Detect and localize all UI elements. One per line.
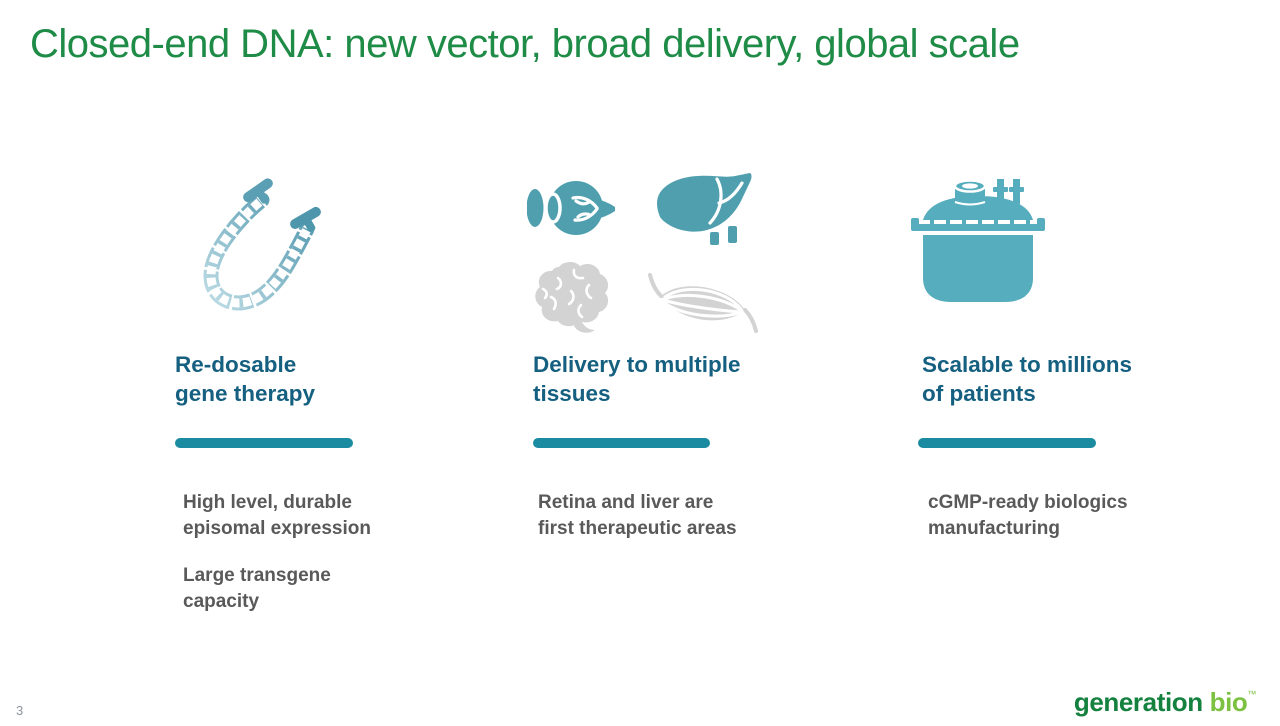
column-bullet: High level, durable episomal expression [183, 492, 371, 539]
muscle-icon [647, 266, 759, 344]
column-bullet: Large transgene capacity [183, 565, 331, 612]
page-number: 3 [16, 703, 24, 718]
column-heading: Delivery to multiple tissues [533, 352, 741, 406]
column-delivery-tissues: Delivery to multiple tissues Retina and … [525, 160, 785, 660]
brain-icon [529, 258, 613, 343]
divider-bar [918, 438, 1096, 448]
logo-text-bio: bio [1209, 687, 1248, 717]
bioreactor-icon [908, 178, 1048, 311]
column-heading: Re-dosable gene therapy [175, 352, 316, 406]
divider-bar [175, 438, 353, 448]
slide-title: Closed-end DNA: new vector, broad delive… [30, 22, 1020, 66]
eye-icon [526, 172, 615, 249]
column-heading: Scalable to millions of patients [922, 352, 1133, 406]
column-bullet: cGMP-ready biologics manufacturing [928, 492, 1128, 539]
trademark-symbol: ™ [1247, 689, 1256, 699]
logo-text-generation: generation [1073, 687, 1203, 717]
cedna-dna-icon [180, 168, 330, 323]
column-redosable-gene-therapy: Re-dosable gene therapy High level, dura… [168, 160, 418, 660]
column-scalable-manufacturing: Scalable to millions of patients cGMP-re… [905, 160, 1175, 660]
divider-bar [533, 438, 710, 448]
column-bullet: Retina and liver are first therapeutic a… [538, 492, 737, 539]
liver-icon [655, 170, 753, 253]
generation-bio-logo: generation bio™ [1073, 687, 1257, 718]
